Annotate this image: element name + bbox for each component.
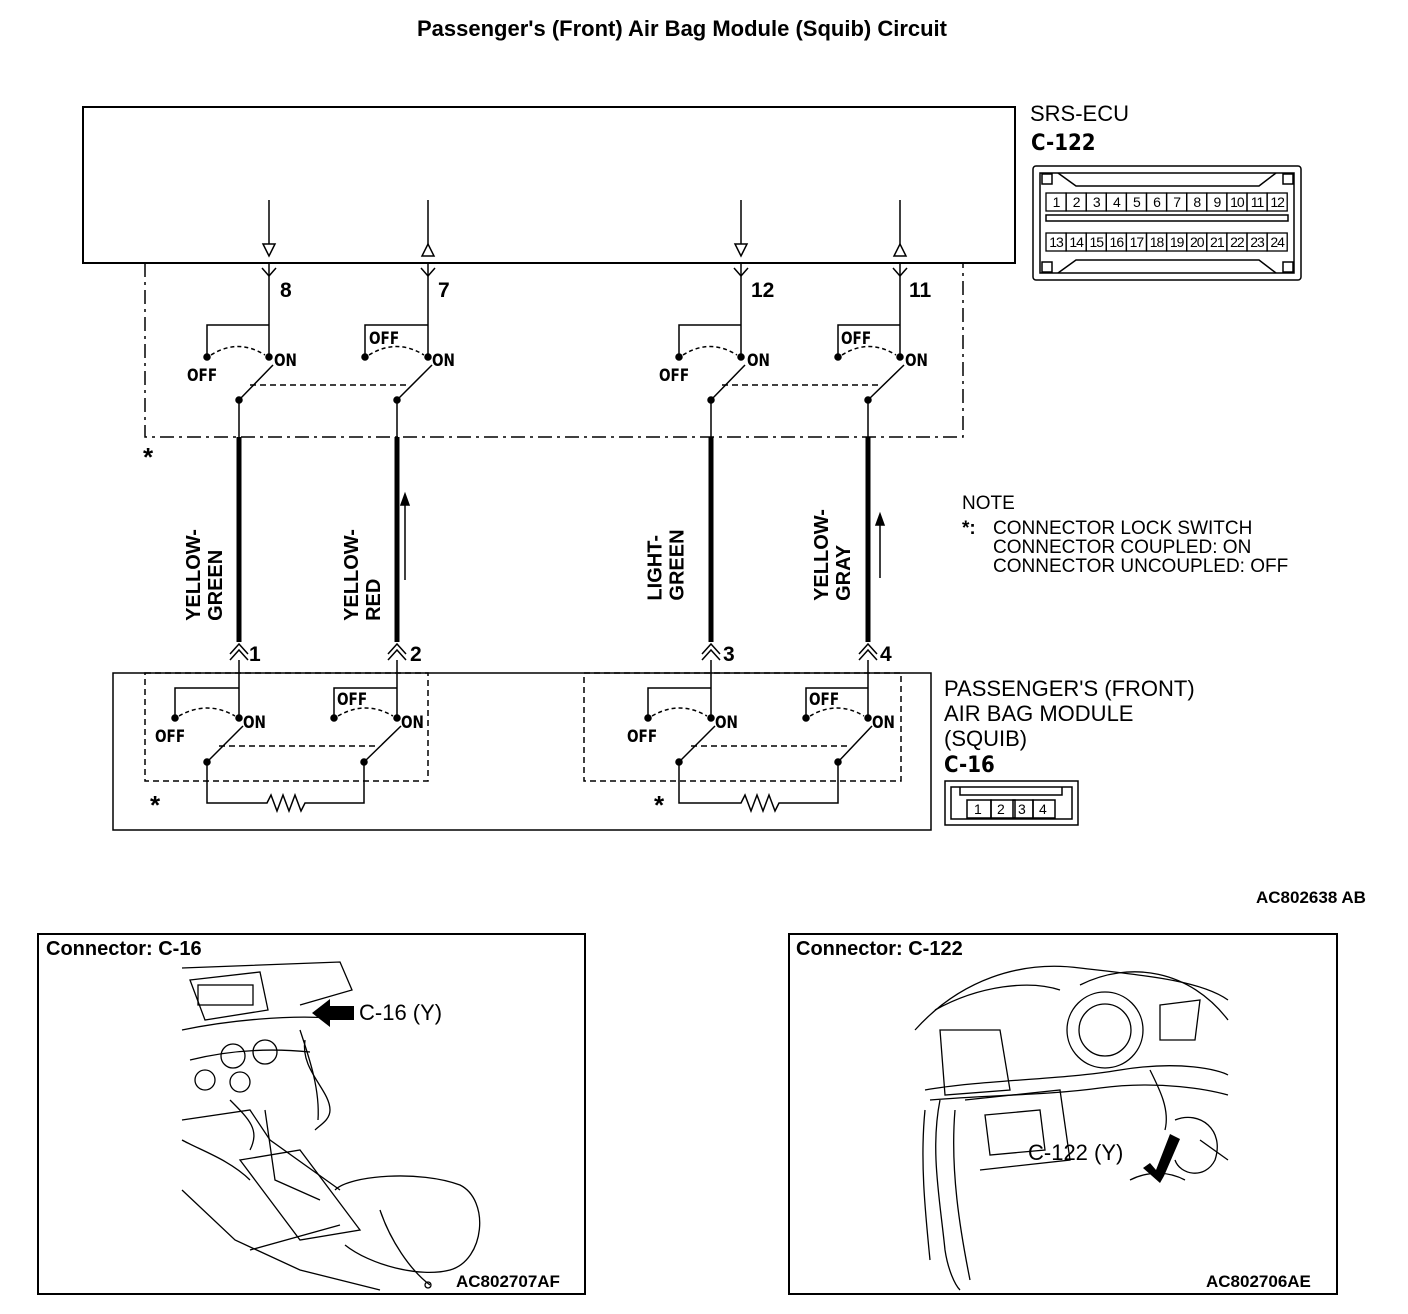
c122-pin: 2 [1072,194,1081,210]
c16-pin: 2 [997,801,1005,817]
c122-callout-arrow [1143,1134,1180,1183]
c122-pin: 22 [1230,234,1245,250]
c122-pin: 7 [1173,194,1181,210]
switch-off-label: OFF [659,366,690,386]
c16-view-frame [37,933,586,1295]
c16-callout-arrow [312,999,354,1027]
switch-on-label: ON [432,351,455,371]
c16-callout: C-16 (Y) [359,1000,443,1025]
module-name: (SQUIB) [944,726,1028,751]
c122-view-code: AC802706AE [1206,1272,1311,1291]
switch-off-label: OFF [809,690,840,710]
module-name: PASSENGER'S (FRONT) [944,676,1195,701]
module-pin-label: 4 [880,643,892,666]
c122-pin: 4 [1112,194,1121,210]
note-heading: NOTE [962,493,1015,514]
c122-pin: 19 [1169,234,1185,250]
switch-on-label: ON [274,351,297,371]
c122-pin: 5 [1133,194,1141,210]
switch-on-label: ON [715,713,738,733]
c16-pin: 4 [1039,801,1047,817]
c122-pin: 8 [1193,194,1201,210]
module-pin-label: 3 [723,643,735,666]
c122-pin: 20 [1189,234,1205,250]
c16-location-sketch [181,961,481,1291]
ecu-pin-label: 11 [909,279,932,302]
module-name: AIR BAG MODULE [944,701,1134,726]
c122-pin: 21 [1210,234,1225,250]
c122-pin: 24 [1270,234,1285,250]
c122-pin: 1 [1052,194,1061,210]
page-title: Passenger's (Front) Air Bag Module (Squi… [416,16,947,41]
c122-pin: 10 [1230,194,1245,210]
c122-location-sketch [914,965,1229,1291]
c122-connector-face [1032,165,1302,281]
c122-pin: 6 [1153,194,1161,210]
switch-off-label: OFF [187,366,218,386]
switch-on-label: ON [401,713,424,733]
module-connector-code: C-16 [944,753,995,778]
wire-label: YELLOW-GRAY [811,509,855,601]
c122-view-title: Connector: C-122 [796,938,963,960]
lock-switch-marker: * [143,442,154,472]
switch-off-label: OFF [155,727,186,747]
c16-pin: 3 [1018,801,1026,817]
c122-pin: 9 [1213,194,1221,210]
switch-on-label: ON [872,713,895,733]
ecu-connector-code: C-122 [1031,131,1096,156]
module-box [112,672,932,831]
c122-pin: 17 [1129,234,1145,250]
c16-pin: 1 [974,801,982,817]
c16-view-title: Connector: C-16 [46,938,202,960]
lock-switch-marker: * [150,790,161,820]
switch-off-label: OFF [841,329,872,349]
switch-off-label: OFF [369,329,400,349]
diagram-code: AC802638 AB [1256,888,1366,907]
switch-on-label: ON [905,351,928,371]
c122-pin: 15 [1089,234,1104,250]
wire-label: YELLOW-RED [341,529,385,621]
wire-label: YELLOW-GREEN [183,529,227,621]
lock-switch-marker: * [654,790,665,820]
c122-pin: 18 [1149,234,1165,250]
ecu-name: SRS-ECU [1030,101,1130,126]
note-line: CONNECTOR LOCK SWITCH [993,518,1253,539]
ecu-pin-label: 7 [438,279,450,302]
ecu-switch-enclosure [144,263,964,438]
switch-off-label: OFF [627,727,658,747]
switch-off-label: OFF [337,690,368,710]
switch-on-label: ON [747,351,770,371]
c122-pin: 23 [1250,234,1265,250]
c16-view-code: AC802707AF [456,1272,560,1291]
c122-pin: 3 [1092,194,1101,210]
ecu-pin-label: 8 [280,279,292,302]
c122-pin: 14 [1069,234,1084,250]
c122-pin: 13 [1049,234,1064,250]
c122-pin-cell [1266,232,1288,252]
c16-connector-face [944,780,1079,826]
ecu-pin-label: 12 [751,279,775,302]
c122-view-frame [788,933,1338,1295]
c122-pin: 16 [1109,234,1125,250]
module-pin-label: 1 [249,643,261,666]
c122-pin: 12 [1270,194,1285,210]
c122-pin-cell [1266,192,1288,212]
c122-pin: 11 [1250,194,1265,210]
note-line: CONNECTOR COUPLED: ON [993,537,1252,558]
ecu-box [82,106,1016,264]
wire-label: LIGHT-GREEN [645,529,689,601]
switch-on-label: ON [243,713,266,733]
module-pin-label: 2 [410,643,422,666]
note-marker: *: [962,518,976,539]
note-line: CONNECTOR UNCOUPLED: OFF [993,556,1289,577]
c122-callout: C-122 (Y) [1028,1140,1124,1165]
